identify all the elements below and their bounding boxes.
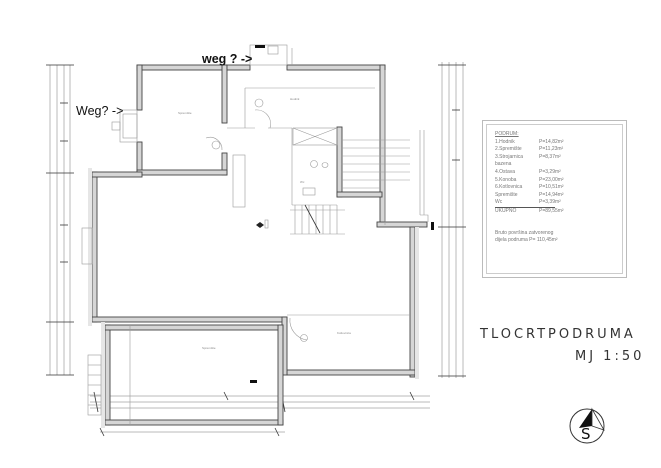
annotation-weg-left: Weg? -> (76, 104, 124, 118)
svg-text:Spremište: Spremište (178, 111, 192, 115)
staircase (290, 204, 345, 235)
compass-letter: S (581, 425, 591, 443)
legend-footer-2: dijela podruma P= 110,45m² (495, 237, 558, 244)
north-arrow-icon (569, 407, 605, 444)
drawing-scale: MJ 1:50 (575, 349, 645, 364)
svg-text:Hodnik: Hodnik (290, 97, 300, 101)
outdoor-stair (87, 325, 257, 425)
left-dimension-lines (46, 64, 74, 376)
kotlovnica-door (287, 314, 410, 342)
annotation-weg-top: weg ? -> (202, 52, 253, 66)
room-labels: Spremište Hodnik Wc Spremište Kotlovnica (178, 97, 351, 350)
legend-heading: PODRUM: (495, 131, 519, 137)
level-marker (256, 219, 269, 229)
walls (88, 64, 428, 428)
window-bay (81, 109, 138, 265)
top-entrance (249, 44, 293, 66)
svg-text:Spremište: Spremište (202, 346, 216, 350)
svg-text:Wc: Wc (300, 180, 305, 184)
bottom-dimension-lines (90, 391, 430, 437)
legend-footer-1: Bruto površina zatvorenog (495, 229, 554, 236)
compass: S (567, 406, 607, 446)
right-dimension-lines (431, 62, 466, 378)
svg-text:Kotlovnica: Kotlovnica (337, 331, 351, 335)
drawing-title: TLOCRTPODRUMA (480, 327, 636, 342)
interior-lines (205, 70, 429, 225)
